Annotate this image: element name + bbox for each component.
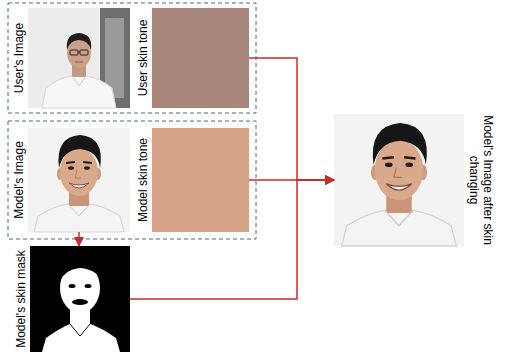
image-label: User skin tone: [136, 20, 150, 97]
model-photo: [28, 128, 130, 232]
color-swatch: User skin tone: [152, 8, 249, 108]
flow-connector: [78, 232, 80, 246]
label-frame: Model's Image after skin changing: [467, 114, 495, 246]
color-swatch: Model skin tone: [152, 128, 249, 232]
flow-connector: [249, 58, 334, 180]
image-label: Model's skin mask: [14, 250, 28, 348]
dashed-group: [8, 121, 256, 239]
label-frame: User skin tone: [136, 20, 150, 97]
skin-mask-image: [30, 246, 130, 352]
image-panel: Model's Image: [28, 128, 130, 232]
image-label: Model's Image after skin changing: [467, 115, 495, 245]
label-frame: User's Image: [12, 23, 26, 93]
image-panel: User's Image: [28, 8, 130, 108]
image-panel: Model's skin mask: [30, 246, 130, 352]
image-panel: Model's Image after skin changing: [334, 114, 464, 246]
user-photo: [28, 8, 130, 108]
result-photo: [334, 114, 464, 246]
image-label: User's Image: [12, 23, 26, 93]
image-label: Model's Image: [12, 141, 26, 219]
dashed-group: [8, 3, 256, 113]
label-frame: Model skin tone: [136, 138, 150, 222]
label-frame: Model's Image: [12, 141, 26, 219]
label-frame: Model's skin mask: [14, 250, 28, 348]
image-label: Model skin tone: [136, 138, 150, 222]
